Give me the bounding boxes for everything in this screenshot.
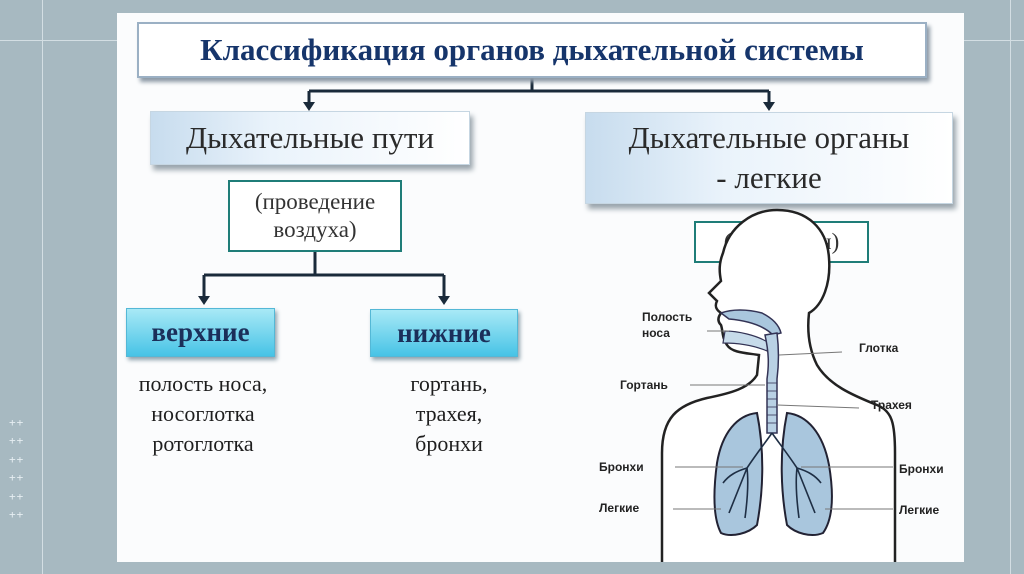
organs-box: Дыхательные органы - легкие	[585, 112, 953, 204]
label-pointer-lines	[673, 330, 893, 510]
label-trachea: Трахея	[871, 398, 912, 412]
lower-airways-box: нижние	[370, 309, 518, 357]
conduction-line-2: воздуха)	[273, 217, 357, 242]
slide-canvas: Классификация органов дыхательной систем…	[117, 13, 964, 562]
upper-airways-box: верхние	[126, 308, 275, 357]
label-nasal-cavity: Полость носа	[642, 309, 712, 341]
label-nasal-cavity-line-1: Полость	[642, 310, 693, 324]
left-lung	[713, 411, 764, 536]
trachea-rings	[767, 382, 777, 424]
lower-airways-list: гортань, трахея, бронхи	[365, 369, 533, 459]
arrowhead-organs	[763, 102, 775, 111]
plus-decoration: ++ ++ ++ ++ ++ ++	[9, 414, 37, 524]
label-pharynx: Глотка	[859, 341, 899, 355]
label-lungs-left: Легкие	[599, 501, 640, 515]
right-lung	[780, 411, 833, 536]
list-item: носоглотка	[151, 401, 255, 426]
airways-box: Дыхательные пути	[150, 111, 470, 165]
upper-airways-list: полость носа, носоглотка ротоглотка	[117, 369, 289, 459]
organs-line-2: - легкие	[716, 160, 822, 195]
list-item: гортань,	[410, 371, 488, 396]
label-larynx: Гортань	[620, 378, 668, 392]
label-lungs-right: Легкие	[899, 503, 940, 517]
bronchial-tree	[722, 432, 822, 519]
plus-row: ++	[9, 471, 25, 485]
organs-line-1: Дыхательные органы	[628, 120, 910, 155]
plus-row: ++	[9, 434, 25, 448]
connector-lines	[198, 78, 775, 305]
list-item: ротоглотка	[152, 431, 254, 456]
plus-row: ++	[9, 416, 25, 429]
diagram-title: Классификация органов дыхательной систем…	[137, 22, 927, 78]
list-item: бронхи	[415, 431, 483, 456]
frame-line-right	[1010, 0, 1011, 574]
plus-row: ++	[9, 489, 25, 503]
list-item: полость носа,	[138, 371, 268, 396]
arrowhead-airways	[303, 102, 315, 111]
arrowhead-lower	[438, 296, 450, 305]
plus-row: ++	[9, 452, 25, 466]
conduction-line-1: (проведение	[254, 189, 376, 214]
arrowhead-upper	[198, 296, 210, 305]
list-item: трахея,	[415, 401, 483, 426]
plus-row: ++	[9, 508, 25, 522]
label-nasal-cavity-line-2: носа	[642, 326, 670, 340]
conduction-box: (проведение воздуха)	[228, 180, 402, 252]
respiratory-system-illustration	[660, 208, 897, 562]
label-bronchi-right: Бронхи	[899, 462, 944, 476]
frame-line-left	[42, 0, 43, 574]
nasal-cavity	[719, 309, 782, 336]
label-bronchi-left: Бронхи	[599, 460, 644, 474]
